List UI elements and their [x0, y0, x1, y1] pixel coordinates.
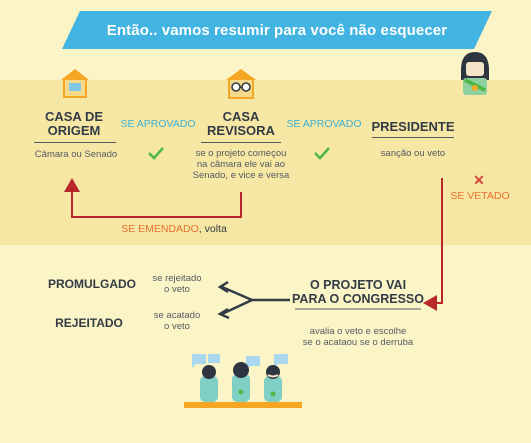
- condition-aprovado-1: SE APROVADO: [120, 118, 196, 130]
- page-title: Então.. vamos resumir para você não esqu…: [106, 21, 448, 39]
- outcome-rejeitado-title: REJEITADO: [55, 316, 123, 330]
- condition-emendado-suffix: , volta: [198, 223, 227, 235]
- step-origem-title-line2: ORIGEM: [47, 123, 101, 138]
- condition-emendado-label: SE EMENDADO: [121, 223, 199, 235]
- step-revisora-desc-line3: Senado, e vice e versa: [192, 170, 290, 181]
- step-presidente-title: PRESIDENTE: [371, 119, 455, 134]
- step-congresso-desc: avalia o veto e escolhe se o acataou se …: [290, 326, 426, 348]
- title-banner: [62, 11, 492, 49]
- house-glasses-icon: [226, 69, 256, 99]
- step-congresso-desc-line1: avalia o veto e escolhe: [309, 326, 407, 337]
- step-revisora-desc: se o projeto começou na câmara ele vai a…: [186, 148, 296, 181]
- step-congresso-title: O PROJETO VAI PARA O CONGRESSO: [286, 278, 430, 306]
- step-origem-title: CASA DE ORIGEM: [34, 110, 114, 138]
- divider: [201, 142, 281, 143]
- x-icon: ✕: [473, 172, 485, 188]
- outcome-promulgado-note-line1: se rejeitado: [152, 273, 202, 284]
- step-origem-desc: Câmara ou Senado: [34, 149, 118, 160]
- outcome-rejeitado-note-line1: se acatado: [153, 310, 201, 321]
- step-origem-title-line1: CASA DE: [44, 109, 104, 124]
- step-congresso-desc-line2: se o acataou se o derruba: [302, 337, 414, 348]
- step-congresso-title-line2: PARA O CONGRESSO: [292, 292, 424, 306]
- check-icon: [314, 147, 330, 160]
- congress-people-icon: [184, 354, 302, 408]
- step-revisora-title: CASA REVISORA: [200, 110, 282, 138]
- condition-emendado: SE EMENDADO, volta: [104, 223, 244, 235]
- president-icon: [461, 52, 489, 95]
- condition-vetado: SE VETADO: [450, 190, 510, 202]
- outcome-rejeitado-note-line2: o veto: [164, 321, 190, 332]
- condition-aprovado-2: SE APROVADO: [286, 118, 362, 130]
- step-revisora-title-line1: CASA: [222, 109, 260, 124]
- divider: [34, 142, 116, 143]
- step-revisora-desc-line2: na câmara ele vai ao: [196, 159, 286, 170]
- step-presidente-desc: sanção ou veto: [380, 148, 446, 159]
- check-icon: [148, 147, 164, 160]
- house-icon: [61, 69, 89, 98]
- step-congresso-title-line1: O PROJETO VAI: [309, 278, 407, 292]
- outcome-promulgado-note-line2: o veto: [164, 284, 190, 295]
- outcome-rejeitado-note: se acatado o veto: [146, 310, 208, 332]
- outcome-promulgado-note: se rejeitado o veto: [146, 273, 208, 295]
- divider: [372, 137, 454, 138]
- outcome-promulgado-title: PROMULGADO: [48, 277, 136, 291]
- step-revisora-title-line2: REVISORA: [207, 123, 275, 138]
- step-revisora-desc-line1: se o projeto começou: [195, 148, 287, 159]
